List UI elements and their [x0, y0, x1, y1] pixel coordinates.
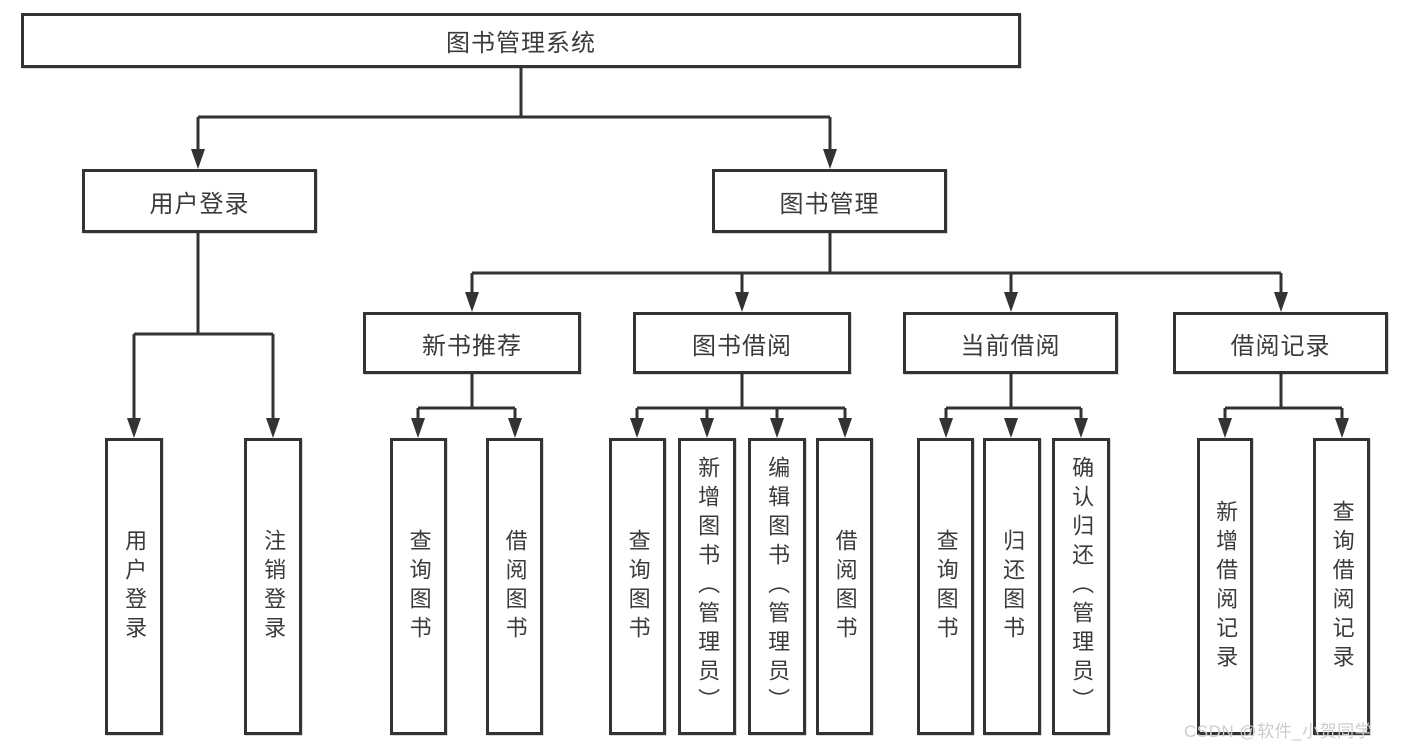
node-user-login-leaf: 用户登录 — [105, 438, 163, 735]
node-cb-return-book: 归还图书 — [983, 438, 1041, 735]
node-user-login: 用户登录 — [82, 169, 317, 233]
csdn-watermark: CSDN @软件_小贺同学 — [1184, 722, 1373, 741]
node-cb-query-book: 查询图书 — [917, 438, 974, 735]
node-br-add-record: 新增借阅记录 — [1197, 438, 1253, 735]
node-borrowing-records: 借阅记录 — [1173, 312, 1388, 374]
node-cb-confirm-return-admin: 确认归还（管理员） — [1052, 438, 1110, 735]
node-new-book-recommend: 新书推荐 — [363, 312, 581, 374]
node-br-query-record: 查询借阅记录 — [1313, 438, 1370, 735]
node-root-system: 图书管理系统 — [21, 13, 1021, 68]
node-book-borrowing: 图书借阅 — [633, 312, 851, 374]
node-nb-borrow-book: 借阅图书 — [486, 438, 543, 735]
node-nb-query-book: 查询图书 — [390, 438, 447, 735]
node-logout-leaf: 注销登录 — [244, 438, 302, 735]
node-current-borrowing: 当前借阅 — [903, 312, 1118, 374]
node-bb-edit-book-admin: 编辑图书（管理员） — [748, 438, 806, 735]
node-book-management: 图书管理 — [712, 169, 947, 233]
node-bb-add-book-admin: 新增图书（管理员） — [678, 438, 736, 735]
node-bb-query-book: 查询图书 — [609, 438, 666, 735]
node-bb-borrow-book: 借阅图书 — [816, 438, 873, 735]
